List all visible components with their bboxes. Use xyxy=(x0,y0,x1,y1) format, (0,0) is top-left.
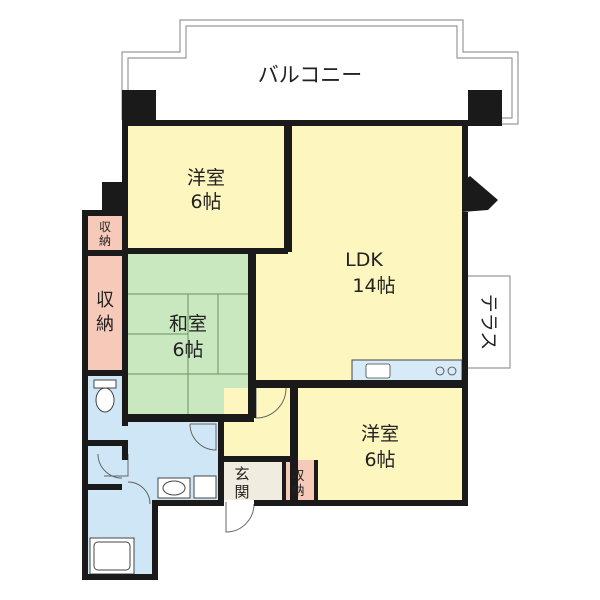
western-room-2: 洋室 6帖 xyxy=(361,423,399,471)
storage-small-left: 収 納 xyxy=(99,220,111,248)
entrance: 玄 関 xyxy=(234,465,249,501)
bathtub-icon xyxy=(89,537,135,575)
storage-left-line2: 納 xyxy=(96,314,114,335)
entrance-line1: 玄 xyxy=(234,465,249,483)
western-room-2-name: 洋室 xyxy=(361,423,399,445)
storage-entrance-line1: 収 xyxy=(291,469,304,484)
kitchen-counter xyxy=(351,359,463,383)
western-room-1-name: 洋室 xyxy=(187,167,225,189)
storage-entrance: 収 納 xyxy=(291,469,304,499)
door-swings xyxy=(97,179,491,533)
entrance-line2: 関 xyxy=(234,483,249,501)
storage-small-left-line2: 納 xyxy=(99,234,111,248)
ldk-size: 14帖 xyxy=(352,275,395,297)
ldk-name: LDK xyxy=(345,249,383,271)
terrace-label: テラス xyxy=(478,294,500,351)
western-room-1-size: 6帖 xyxy=(190,191,221,213)
ldk-fill xyxy=(256,126,463,382)
stove-burner-icon xyxy=(447,366,457,376)
washbasin-icon xyxy=(157,477,191,499)
hall-fill xyxy=(224,388,296,460)
storage-left-fill xyxy=(88,256,122,370)
western-room-1: 洋室 6帖 xyxy=(187,167,225,213)
balcony-label: バルコニー xyxy=(258,63,363,87)
ldk: LDK 14帖 xyxy=(345,249,395,297)
terrace: テラス xyxy=(468,275,511,369)
balcony: バルコニー xyxy=(121,19,519,125)
storage-left: 収 納 xyxy=(96,290,114,335)
stove-burner-icon xyxy=(435,366,445,376)
washing-machine-icon xyxy=(193,475,217,499)
toilet-icon xyxy=(93,379,117,413)
storage-small-left-line1: 収 xyxy=(99,220,111,234)
storage-small-left-fill xyxy=(88,216,122,250)
storage-left-line1: 収 xyxy=(96,290,114,311)
walls xyxy=(82,90,502,580)
tatami-lines xyxy=(128,293,248,414)
japanese-room-size: 6帖 xyxy=(172,339,203,361)
storage-entrance-line2: 納 xyxy=(291,484,304,499)
entrance-fill xyxy=(224,460,282,500)
sink-icon xyxy=(365,363,391,379)
japanese-room: 和室 6帖 xyxy=(169,313,207,361)
japanese-room-name: 和室 xyxy=(169,313,207,335)
western-room-1-fill xyxy=(128,126,288,248)
western-room-2-size: 6帖 xyxy=(364,449,395,471)
western-room-2-fill xyxy=(296,388,463,502)
